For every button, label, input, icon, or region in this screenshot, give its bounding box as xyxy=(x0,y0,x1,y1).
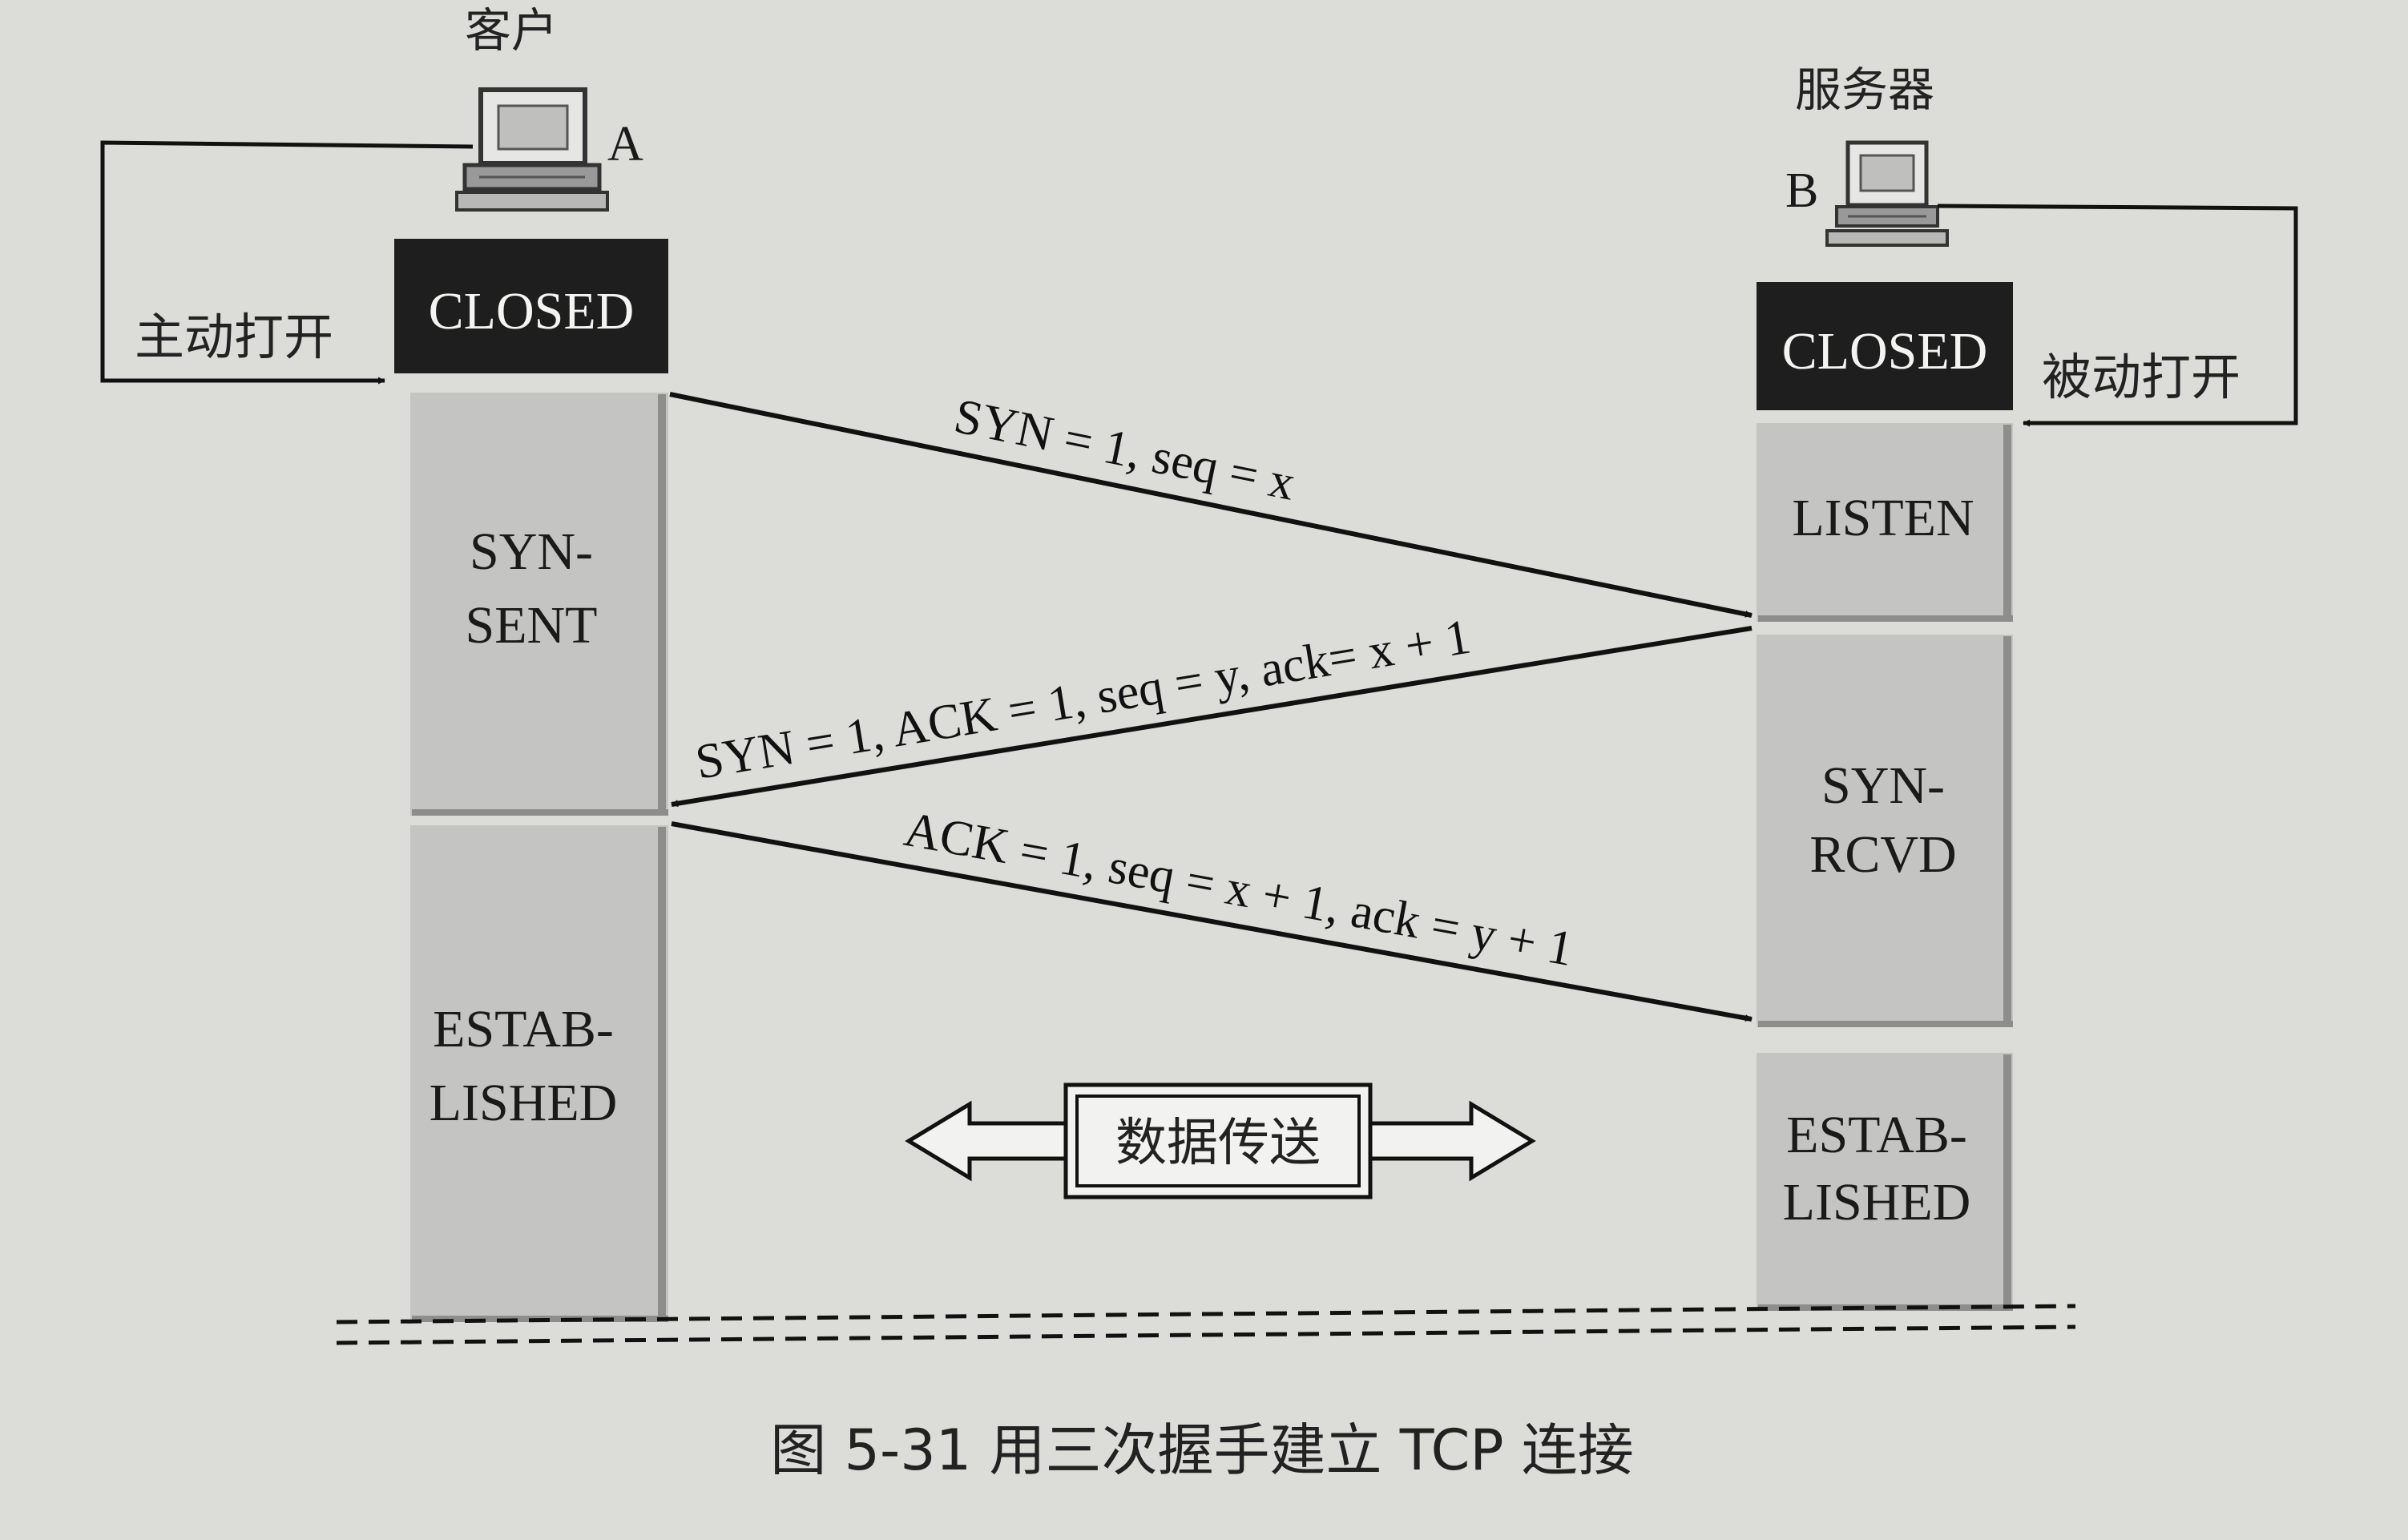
syn-ack-arrow xyxy=(671,626,1753,808)
client-established-line1: ESTAB- xyxy=(433,1000,614,1058)
figure-caption: 图 5-31 用三次握手建立 TCP 连接 xyxy=(770,1417,1634,1483)
client-letter: A xyxy=(607,117,643,171)
client-established-line2: LISHED xyxy=(430,1074,618,1132)
syn-message: SYN = 1, seq = x xyxy=(950,389,1300,511)
client-syn-sent-box xyxy=(410,393,668,816)
server-established-line1: ESTAB- xyxy=(1786,1106,1967,1164)
client-syn-sent-line1: SYN- xyxy=(470,522,593,581)
server-syn-rcvd-line2: RCVD xyxy=(1809,825,1956,884)
client-closed-box xyxy=(394,239,668,373)
timeline-dashed-line-2 xyxy=(336,1324,2076,1345)
passive-open-label: 被动打开 xyxy=(2042,348,2241,406)
server-established-line2: LISHED xyxy=(1783,1173,1971,1232)
server-label: 服务器 xyxy=(1795,62,1934,117)
server-established-box xyxy=(1757,1053,2013,1311)
syn-arrow xyxy=(669,392,1753,618)
server-listen-box xyxy=(1757,423,2013,622)
client-label: 客户 xyxy=(465,3,558,58)
active-open-label: 主动打开 xyxy=(135,308,333,366)
client-established-box xyxy=(410,825,668,1322)
data-transfer-arrow xyxy=(905,1082,1536,1199)
syn-ack-message: SYN = 1, ACK = 1, seq = y, ack= x + 1 xyxy=(692,610,1474,790)
client-computer-icon xyxy=(455,87,609,212)
client-closed-text: CLOSED xyxy=(429,282,635,341)
active-open-arrow xyxy=(100,140,474,385)
server-computer-icon xyxy=(1825,140,1949,247)
server-closed-text: CLOSED xyxy=(1782,322,1988,381)
passive-open-arrow xyxy=(1937,204,2298,427)
ack-arrow xyxy=(671,821,1753,1022)
server-listen-text: LISTEN xyxy=(1792,489,1974,547)
timeline-dashed-line-1 xyxy=(336,1304,2076,1324)
ack-message: ACK = 1, seq = x + 1, ack = y + 1 xyxy=(900,802,1577,977)
server-syn-rcvd-line1: SYN- xyxy=(1821,756,1945,815)
server-letter: B xyxy=(1785,163,1818,218)
server-syn-rcvd-box xyxy=(1757,635,2013,1027)
server-closed-box xyxy=(1757,282,2013,410)
data-transfer-label: 数据传送 xyxy=(1115,1114,1321,1173)
client-syn-sent-line2: SENT xyxy=(466,596,598,655)
